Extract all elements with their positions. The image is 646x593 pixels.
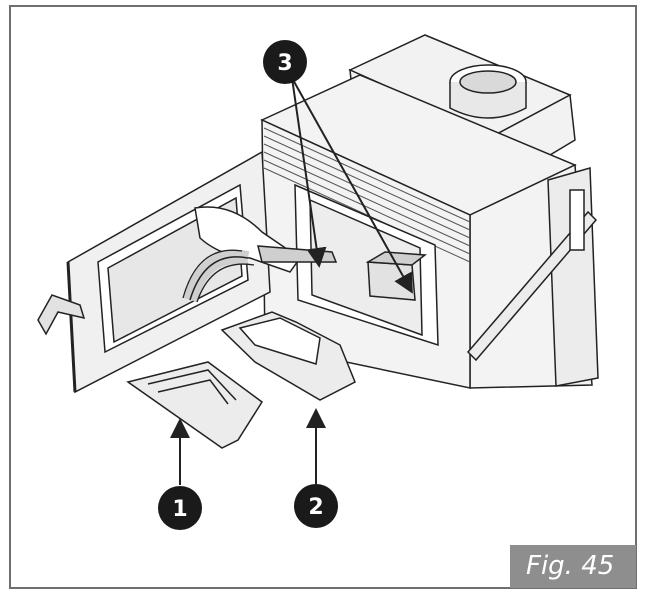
- vacuum-hose: [182, 249, 255, 303]
- callout-3-leaders: [291, 77, 413, 294]
- callout-3: 3: [263, 40, 307, 84]
- flue-collar: [449, 64, 527, 119]
- pointer-arrows: [170, 408, 326, 485]
- door-handle: [37, 294, 86, 336]
- callout-3-label: 3: [277, 51, 292, 76]
- callout-1: 1: [158, 486, 202, 530]
- baffle-plate-1: [126, 361, 264, 449]
- callout-2: 2: [294, 484, 338, 528]
- side-bracket: [466, 167, 599, 387]
- firebox: [294, 183, 439, 347]
- figure-label: Fig. 45: [510, 545, 636, 588]
- deflector-bracket-2: [220, 311, 356, 401]
- callout-2-label: 2: [308, 495, 323, 520]
- callout-1-label: 1: [172, 497, 187, 522]
- open-door: [66, 150, 271, 394]
